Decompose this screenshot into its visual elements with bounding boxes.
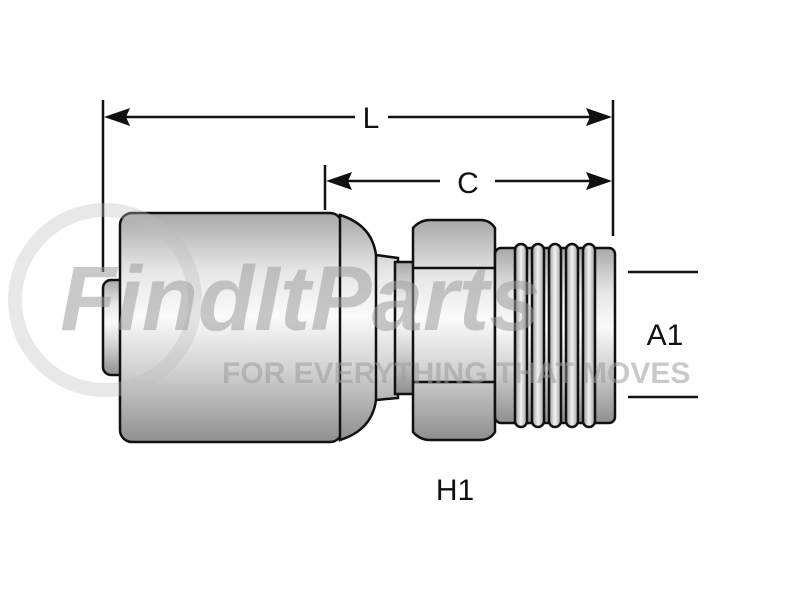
dimension-lines (101, 100, 698, 399)
watermark-ring-icon (8, 203, 202, 397)
watermark-brand: FindItParts (60, 248, 540, 350)
dimension-label-C: C (457, 167, 479, 200)
male-thread (493, 242, 617, 429)
hex-nut (411, 218, 497, 442)
dimension-label-A1: A1 (647, 319, 684, 352)
hose-socket (101, 211, 417, 444)
dimension-label-L: L (363, 102, 380, 135)
dimension-label-H1: H1 (436, 474, 474, 507)
watermark-tagline: FOR EVERYTHING THAT MOVES (222, 357, 690, 390)
watermark: FindItParts FOR EVERYTHING THAT MOVES (8, 203, 690, 397)
